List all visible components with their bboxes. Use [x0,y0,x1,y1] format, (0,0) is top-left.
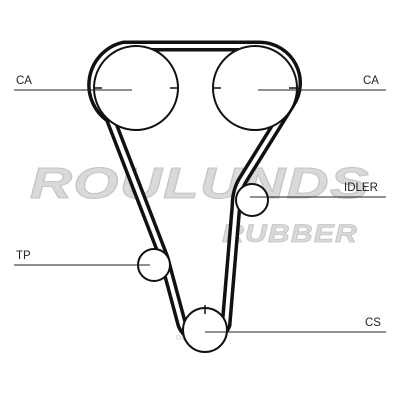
camshaft-pulley-right [212,45,298,131]
label-ca-left: CA [16,75,32,87]
label-idler: IDLER [344,182,378,194]
label-ca-right: CA [363,75,379,87]
camshaft-pulley-left [93,45,179,131]
leader-lines [14,89,386,333]
brand-watermark: ROULUNDS RUBBER oeprt.ru [30,159,370,343]
crankshaft-pulley [182,305,228,353]
watermark-sub: RUBBER [222,220,358,248]
label-cs: CS [365,317,381,329]
watermark-brand: ROULUNDS [30,159,370,208]
label-tp: TP [16,250,31,262]
idler-pulley [235,183,269,217]
